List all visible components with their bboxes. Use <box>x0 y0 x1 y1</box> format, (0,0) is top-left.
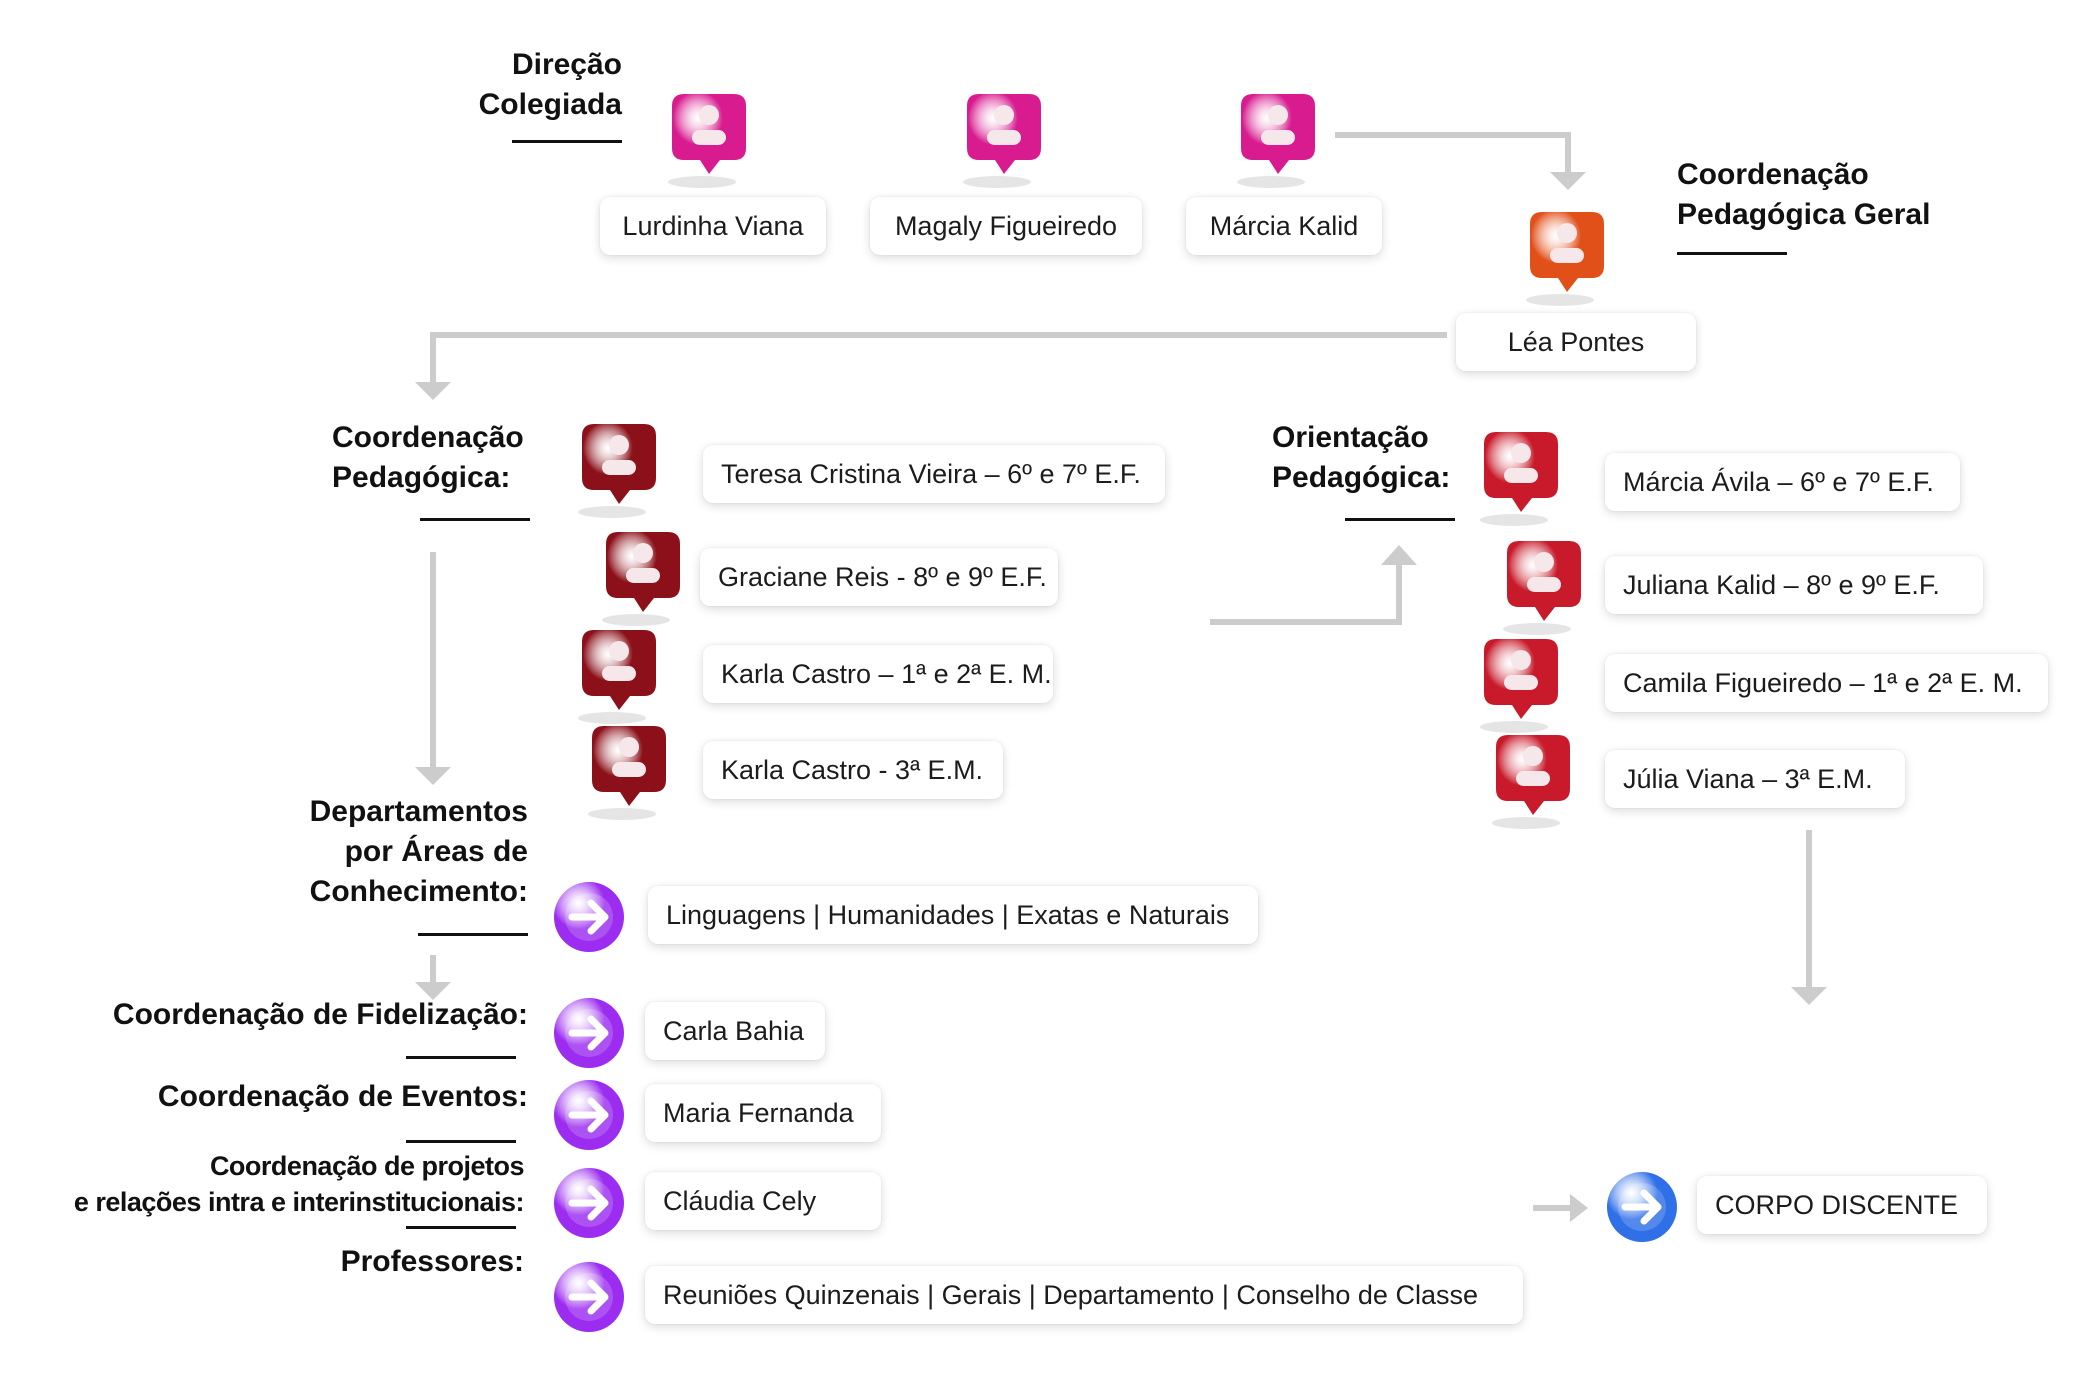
arrow-right-icon <box>552 880 626 954</box>
coordenacao-pedagogica-underline <box>420 518 530 521</box>
coordenacao-pedagogica-member-card: Karla Castro - 3ª E.M. <box>703 741 1003 799</box>
member-name: Camila Figueiredo – 1ª e 2ª E. M. <box>1623 667 2023 698</box>
eventos-underline <box>406 1140 516 1143</box>
person-icon <box>1503 537 1585 637</box>
coordenacao-geral-heading: Coordenação Pedagógica Geral <box>1677 158 1931 231</box>
departamentos-card: Linguagens | Humanidades | Exatas e Natu… <box>648 886 1258 944</box>
arrowhead-dept <box>415 767 451 785</box>
coordenacao-pedagogica-member-card: Karla Castro – 1ª e 2ª E. M. <box>703 645 1053 703</box>
fidelizacao-heading: Coordenação de Fidelização: <box>112 998 528 1031</box>
projetos-underline <box>406 1226 516 1229</box>
person-icon <box>1480 635 1562 735</box>
person-icon <box>588 722 670 822</box>
eventos-heading: Coordenação de Eventos: <box>157 1080 528 1113</box>
departamentos-underline <box>418 933 528 936</box>
person-icon <box>668 90 750 190</box>
member-name: Magaly Figueiredo <box>894 210 1118 241</box>
member-name: Lurdinha Viana <box>622 210 804 241</box>
member-name: Márcia Ávila – 6º e 7º E.F. <box>1623 466 1934 497</box>
arrowhead-fidel <box>415 982 451 1000</box>
connector-direcao-to-geral <box>1335 132 1571 175</box>
fidelizacao-value: Carla Bahia <box>663 1015 805 1046</box>
member-name: Graciane Reis - 8º e 9º E.F. <box>718 561 1047 592</box>
direcao-member-card: Márcia Kalid <box>1186 197 1382 255</box>
fidelizacao-card: Carla Bahia <box>645 1002 825 1060</box>
orientacao-pedagogica-member-card: Márcia Ávila – 6º e 7º E.F. <box>1605 453 1960 511</box>
connector-geral-to-coord <box>430 332 1447 385</box>
arrowhead-orient <box>1381 545 1417 565</box>
arrowhead-discente <box>1791 987 1827 1005</box>
arrowhead-corpo <box>1570 1194 1588 1222</box>
person-icon <box>578 626 660 726</box>
corpo-discente-value: CORPO DISCENTE <box>1715 1189 1959 1220</box>
member-name: Karla Castro - 3ª E.M. <box>721 754 984 785</box>
person-icon <box>1492 731 1574 831</box>
fidelizacao-underline <box>406 1056 516 1059</box>
professores-card: Reuniões Quinzenais | Gerais | Departame… <box>645 1266 1523 1324</box>
arrow-right-icon <box>552 1078 626 1152</box>
orientacao-pedagogica-heading: Orientação Pedagógica: <box>1272 421 1451 494</box>
member-name: Karla Castro – 1ª e 2ª E. M. <box>721 658 1052 689</box>
member-name: Júlia Viana – 3ª E.M. <box>1623 763 1873 794</box>
arrow-right-icon <box>552 996 626 1070</box>
orientacao-pedagogica-member-card: Camila Figueiredo – 1ª e 2ª E. M. <box>1605 654 2048 712</box>
person-icon <box>578 420 660 520</box>
arrow-right-icon <box>1605 1170 1679 1244</box>
arrow-right-icon <box>552 1260 626 1334</box>
connector-coord-to-orient <box>1210 562 1402 625</box>
coordenacao-pedagogica-member-card: Graciane Reis - 8º e 9º E.F. <box>700 548 1058 606</box>
departamentos-heading: Departamentos por Áreas de Conhecimento: <box>309 795 528 908</box>
person-icon <box>1237 90 1319 190</box>
projetos-heading: Coordenação de projetos e relações intra… <box>73 1151 525 1217</box>
direcao-member-card: Magaly Figueiredo <box>870 197 1142 255</box>
orientacao-pedagogica-member-card: Juliana Kalid – 8º e 9º E.F. <box>1605 556 1983 614</box>
arrowhead-coord <box>415 382 451 400</box>
arrow-right-icon <box>552 1166 626 1240</box>
person-icon <box>963 90 1045 190</box>
member-name: Juliana Kalid – 8º e 9º E.F. <box>1623 569 1940 600</box>
professores-value: Reuniões Quinzenais | Gerais | Departame… <box>663 1279 1478 1310</box>
corpo-discente-card: CORPO DISCENTE <box>1697 1176 1987 1234</box>
direcao-heading: Direção Colegiada <box>478 48 622 121</box>
member-name: Márcia Kalid <box>1209 210 1359 241</box>
direcao-underline <box>512 140 622 143</box>
direcao-member-card: Lurdinha Viana <box>600 197 826 255</box>
person-icon <box>602 528 684 628</box>
eventos-value: Maria Fernanda <box>663 1097 854 1128</box>
person-icon <box>1526 208 1608 308</box>
departamentos-value: Linguagens | Humanidades | Exatas e Natu… <box>666 899 1230 930</box>
orientacao-pedagogica-underline <box>1345 518 1455 521</box>
projetos-value: Cláudia Cely <box>663 1185 817 1216</box>
professores-heading: Professores: <box>340 1245 524 1278</box>
coordenacao-geral-underline <box>1677 252 1787 255</box>
member-name: Teresa Cristina Vieira – 6º e 7º E.F. <box>721 458 1141 489</box>
eventos-card: Maria Fernanda <box>645 1084 881 1142</box>
arrowhead-geral <box>1550 172 1586 190</box>
coordenacao-geral-member-card: Léa Pontes <box>1456 313 1696 371</box>
person-icon <box>1480 428 1562 528</box>
projetos-card: Cláudia Cely <box>645 1172 881 1230</box>
member-name: Léa Pontes <box>1507 326 1645 357</box>
orientacao-pedagogica-member-card: Júlia Viana – 3ª E.M. <box>1605 750 1905 808</box>
coordenacao-pedagogica-member-card: Teresa Cristina Vieira – 6º e 7º E.F. <box>703 445 1165 503</box>
coordenacao-pedagogica-heading: Coordenação Pedagógica: <box>332 421 524 494</box>
